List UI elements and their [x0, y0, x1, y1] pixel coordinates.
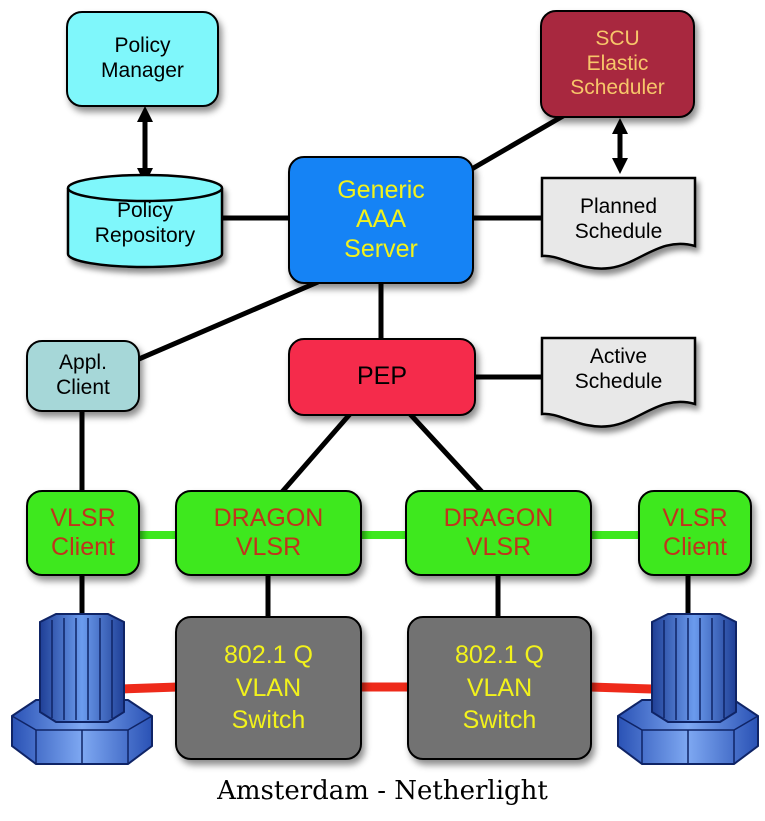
active-schedule-node: Active Schedule: [542, 338, 695, 426]
vlsr-client-left-label: VLSR Client: [50, 503, 116, 562]
dragon-vlsr-right-label: DRAGON VLSR: [443, 503, 554, 562]
server-cluster-icon: [617, 613, 759, 765]
policy-repository-cylinder: [66, 173, 224, 269]
planned-schedule-label: Planned Schedule: [574, 195, 663, 244]
link-red-1: [119, 682, 179, 694]
appl-client-node: Appl. Client: [26, 340, 140, 412]
arrowhead: [612, 118, 628, 134]
active-schedule-doc: [540, 336, 697, 428]
active-schedule-label: Active Schedule: [574, 345, 663, 394]
link-pep-dragon-right: [408, 412, 484, 494]
vlsr-client-right-node: VLSR Client: [638, 490, 752, 576]
vlsr-client-right-label: VLSR Client: [662, 503, 728, 562]
vlan-switch-left-node: 802.1 Q VLAN Switch: [175, 616, 362, 760]
dragon-vlsr-left-node: DRAGON VLSR: [175, 490, 362, 576]
vlan-switch-right-node: 802.1 Q VLAN Switch: [407, 616, 592, 760]
vlan-switch-right-label: 802.1 Q VLAN Switch: [455, 641, 544, 735]
link-aaa-appl: [117, 279, 319, 371]
arrowhead: [137, 106, 153, 122]
policy-manager-node: Policy Manager: [66, 11, 219, 107]
appl-client-label: Appl. Client: [56, 351, 110, 399]
policy-repository-label: Policy Repository: [94, 199, 196, 248]
vlsr-client-left-node: VLSR Client: [26, 490, 140, 576]
diagram-caption: Amsterdam - Netherlight: [217, 776, 548, 806]
pep-label: PEP: [356, 362, 408, 391]
dragon-vlsr-left-label: DRAGON VLSR: [213, 503, 324, 562]
vlan-switch-left-label: 802.1 Q VLAN Switch: [224, 641, 313, 735]
aaa-server-node: Generic AAA Server: [288, 156, 474, 284]
scu-scheduler-node: SCU Elastic Scheduler: [540, 10, 695, 118]
policy-repository-node: Policy Repository: [68, 198, 222, 248]
red-links: [119, 682, 653, 694]
arrowhead: [612, 158, 628, 174]
link-red-3: [589, 682, 653, 694]
arrows: [137, 106, 628, 184]
dragon-vlsr-right-node: DRAGON VLSR: [405, 490, 592, 576]
aaa-server-label: Generic AAA Server: [337, 175, 425, 263]
link-pep-dragon-left: [280, 412, 352, 494]
policy-manager-label: Policy Manager: [101, 34, 184, 82]
scu-scheduler-label: SCU Elastic Scheduler: [570, 26, 665, 100]
planned-schedule-node: Planned Schedule: [542, 178, 695, 266]
planned-schedule-doc: [540, 176, 697, 270]
pep-node: PEP: [288, 338, 476, 416]
server-cluster-icon: [11, 613, 153, 765]
